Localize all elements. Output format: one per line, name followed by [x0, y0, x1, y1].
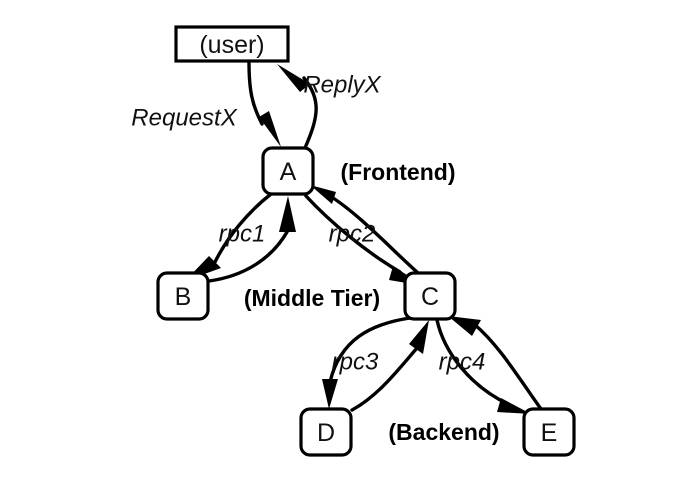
node-b-shape — [156, 271, 210, 321]
node-a[interactable]: A — [261, 146, 315, 196]
edge-label-request-x: RequestX — [131, 105, 237, 132]
edge-b-to-a — [207, 196, 296, 283]
node-user[interactable]: (user) — [174, 25, 290, 63]
edge-e-to-c-path — [472, 322, 543, 411]
edge-rpc4-path — [435, 318, 510, 406]
node-c-label: C — [421, 283, 439, 311]
node-d[interactable]: D — [299, 407, 353, 457]
edge-c-to-a-path — [328, 194, 419, 274]
edge-b-to-a-arrowhead — [279, 196, 296, 232]
edge-d-to-c-arrowhead — [409, 320, 429, 354]
edge-label-reply-x: ReplyX — [303, 72, 381, 99]
edge-request-x-path — [247, 60, 264, 126]
edge-e-to-c — [448, 316, 543, 411]
tier-label-frontend: (Frontend) — [341, 159, 456, 185]
edge-rpc1-path — [213, 192, 273, 264]
edge-b-to-a-path — [207, 230, 289, 283]
node-user-label: (user) — [199, 31, 264, 59]
edge-label-rpc2: rpc2 — [329, 221, 376, 248]
edge-reply-x — [277, 64, 318, 150]
node-b-label: B — [175, 283, 192, 311]
node-a-label: A — [280, 158, 297, 186]
edge-d-to-c-path — [350, 346, 419, 412]
node-b[interactable]: B — [156, 271, 210, 321]
edge-label-rpc1: rpc1 — [219, 221, 266, 248]
edge-e-to-c-arrowhead — [448, 316, 481, 336]
tier-label-backend: (Backend) — [388, 419, 499, 445]
node-e-label: E — [541, 419, 558, 447]
edge-label-rpc4: rpc4 — [439, 349, 486, 376]
node-e[interactable]: E — [522, 407, 576, 457]
node-a-shape — [261, 146, 315, 196]
tier-label-middle-tier: (Middle Tier) — [244, 285, 380, 311]
edge-rpc4-arrowhead — [497, 398, 531, 414]
edge-rpc4 — [435, 318, 531, 414]
node-e-shape — [522, 407, 576, 457]
edge-rpc2-path — [304, 194, 402, 274]
edge-c-to-a — [310, 185, 419, 274]
edge-request-x-arrowhead — [259, 111, 281, 147]
edge-rpc3 — [322, 316, 412, 409]
edge-label-rpc3: rpc3 — [332, 349, 379, 376]
node-d-shape — [299, 407, 353, 457]
node-d-label: D — [317, 419, 335, 447]
edge-request-x — [247, 60, 281, 147]
edge-d-to-c — [350, 320, 429, 412]
node-c-shape — [403, 271, 457, 321]
node-c[interactable]: C — [403, 271, 457, 321]
edge-c-to-a-arrowhead — [310, 185, 336, 204]
node-user-shape — [174, 25, 290, 63]
edge-reply-x-arrowhead — [277, 64, 310, 92]
edge-rpc3-arrowhead — [322, 379, 338, 409]
edge-rpc3-path — [328, 316, 412, 384]
